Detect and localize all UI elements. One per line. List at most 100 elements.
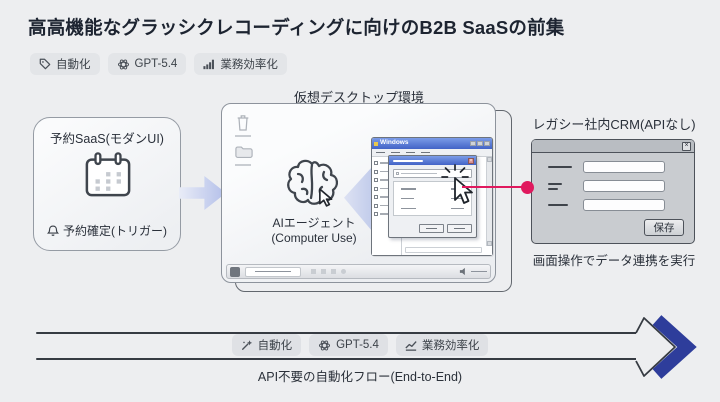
crm-titlebar[interactable]: × <box>532 140 694 153</box>
tag-label: 業務効率化 <box>220 59 278 71</box>
taskbar-app-button[interactable] <box>311 269 316 274</box>
dialog-ok-button[interactable] <box>419 224 444 233</box>
os-window-statusbar <box>405 247 482 253</box>
agent-cursor-icon <box>319 188 333 207</box>
taskbar-app-button[interactable] <box>331 269 336 274</box>
taskbar-app-button[interactable] <box>341 269 346 274</box>
booking-saas-title: 予約SaaS(モダンUI) <box>50 132 164 146</box>
checkbox[interactable] <box>374 212 378 216</box>
header-tag-row: 自動化 GPT-5.4 業務効率化 <box>30 53 287 75</box>
tag-label: GPT-5.4 <box>134 58 178 70</box>
tag-label: 自動化 <box>56 59 91 71</box>
crm-input-field[interactable] <box>583 199 665 211</box>
checkbox[interactable] <box>374 161 378 165</box>
tag-gpt: GPT-5.4 <box>107 53 187 75</box>
field-labels-left <box>401 188 416 209</box>
taskbar-search[interactable] <box>245 266 301 277</box>
dialog-titlebar[interactable]: × <box>389 156 476 165</box>
menu-item[interactable] <box>391 151 400 154</box>
flow-tag-automation: 自動化 <box>231 334 302 356</box>
tag-label: GPT-5.4 <box>336 339 379 351</box>
dialog-close-button[interactable]: × <box>468 157 474 164</box>
crm-title: レガシー社内CRM(APIなし) <box>532 117 696 132</box>
booking-saas-box: 予約SaaS(モダンUI) 予約確定(トリガー) <box>33 117 181 251</box>
wand-sparkle-icon <box>241 340 252 350</box>
openai-icon <box>117 59 129 69</box>
os-window-titlebar[interactable]: Windows <box>372 138 492 149</box>
input-icon <box>396 172 399 175</box>
agent-label-line2: (Computer Use) <box>271 231 357 245</box>
flow-arrow-head <box>635 315 697 379</box>
virtual-desktop-label: 仮想デスクトップ環境 <box>293 90 424 105</box>
virtual-desktop-panel: AIエージェント (Computer Use) Windows <box>221 103 496 283</box>
tag-icon <box>39 58 51 70</box>
ai-agent-figure <box>282 156 342 219</box>
minimize-button[interactable] <box>470 141 476 146</box>
flow-tag-row: 自動化 GPT-5.4 業務効率化 <box>220 334 500 356</box>
scroll-up-button[interactable] <box>487 157 492 162</box>
click-cursor-icon <box>441 164 473 204</box>
taskbar-app-button[interactable] <box>321 269 326 274</box>
calendar-icon <box>85 152 131 197</box>
checkbox[interactable] <box>374 203 378 208</box>
agent-label: AIエージェント (Computer Use) <box>249 216 379 246</box>
bell-icon <box>47 225 59 236</box>
flow-tag-gpt: GPT-5.4 <box>309 334 388 356</box>
close-button[interactable] <box>484 141 490 146</box>
save-button[interactable]: 保存 <box>644 219 684 236</box>
crm-input-field[interactable] <box>583 161 665 173</box>
scroll-down-button[interactable] <box>487 241 492 246</box>
booking-trigger: 予約確定(トリガー) <box>34 222 180 239</box>
dialog-cancel-button[interactable] <box>447 224 472 233</box>
start-button[interactable] <box>230 266 240 277</box>
brain-icon <box>287 159 339 205</box>
crm-input-field[interactable] <box>583 180 665 192</box>
booking-trigger-label: 予約確定(トリガー) <box>63 224 167 238</box>
trend-chart-icon <box>405 341 417 351</box>
crm-close-button[interactable]: × <box>682 142 691 151</box>
tag-automation: 自動化 <box>30 53 100 75</box>
page-title: 高高機能なグラッシクレコーディングに向けのB2B SaaSの前集 <box>28 17 565 38</box>
crm-caption: 画面操作でデータ連携を実行 <box>532 254 696 268</box>
flow-arrow-top-line <box>36 332 637 334</box>
folder-icon-label-line <box>235 164 251 166</box>
checkbox[interactable] <box>374 178 378 182</box>
flow-caption: API不要の自動化フロー(End-to-End) <box>257 370 463 384</box>
volume-slider[interactable] <box>471 270 487 273</box>
connector-line-desktop-to-crm <box>462 186 528 189</box>
dialog-buttons <box>419 224 472 233</box>
tag-label: 業務効率化 <box>421 340 480 352</box>
dialog-title-placeholder <box>393 159 423 162</box>
flow-tag-efficiency: 業務効率化 <box>395 334 489 356</box>
input-placeholder-line <box>401 172 437 175</box>
menu-item[interactable] <box>406 151 415 154</box>
trash-icon-label-line <box>235 135 251 137</box>
os-window-icon <box>374 141 378 146</box>
menu-item[interactable] <box>376 151 385 154</box>
openai-icon <box>319 340 331 350</box>
menu-item[interactable] <box>421 151 430 154</box>
agent-label-line1: AIエージェント <box>272 216 356 230</box>
desktop-taskbar <box>226 264 491 279</box>
dialog-field-group <box>393 181 472 216</box>
taskbar-tray <box>459 267 487 276</box>
trash-icon <box>237 115 249 131</box>
connector-endpoint-dot <box>521 181 534 194</box>
maximize-button[interactable] <box>477 141 483 146</box>
taskbar-items <box>311 269 346 274</box>
crm-window: × 保存 <box>531 139 695 244</box>
dialog-search-input[interactable] <box>393 169 472 178</box>
crm-form-row <box>548 199 694 211</box>
crm-form <box>532 153 694 211</box>
checkbox[interactable] <box>374 169 378 174</box>
flow-arrow-saas-to-desktop <box>179 176 226 210</box>
crm-form-row <box>548 180 694 192</box>
checkbox[interactable] <box>374 186 378 191</box>
checkbox[interactable] <box>374 195 378 199</box>
volume-icon <box>459 267 465 276</box>
scrollbar[interactable] <box>486 157 492 246</box>
bar-chart-icon <box>203 59 215 70</box>
os-window-controls <box>470 141 490 146</box>
flow-arrow-bottom-line <box>36 358 637 360</box>
